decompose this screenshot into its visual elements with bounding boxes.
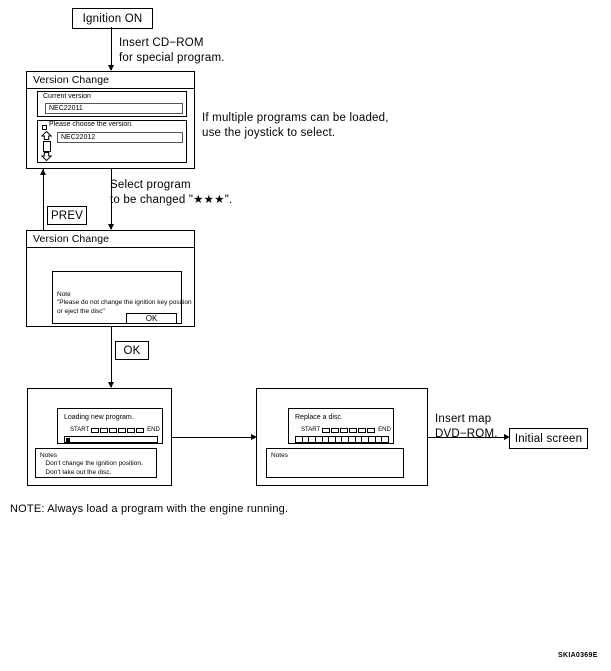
connector-note-to-loading: [111, 327, 112, 387]
dialog-version-note: Version Change Note "Please do not chang…: [26, 230, 195, 327]
progress-tick: [316, 437, 323, 442]
replace-screen-title: Replace a disc.: [295, 414, 343, 421]
annotation-select-program: Select program to be changed "★★★".: [110, 179, 233, 206]
progress-tick: [309, 437, 316, 442]
replace-progress-start: START: [301, 427, 321, 433]
dialog-version-note-title: Version Change: [27, 231, 194, 248]
loading-progress-bar: [64, 436, 158, 443]
progress-segment: [331, 427, 340, 433]
connector-version-to-note: [111, 169, 112, 229]
progress-segment: [367, 427, 376, 433]
annotation-insert-map: Insert map DVD−ROM.: [435, 413, 498, 440]
choice-version-value[interactable]: NEC22012: [57, 132, 183, 143]
current-version-label: Current version: [43, 93, 91, 100]
progress-segment: [136, 427, 145, 433]
loading-progress-row: START END: [68, 427, 162, 433]
joystick-scroll-control[interactable]: [40, 131, 54, 161]
replace-screen-box: Replace a disc. START END: [288, 408, 394, 444]
progress-tick: [303, 437, 310, 442]
connector-loading-to-replace: [172, 437, 254, 438]
note-heading: Note: [57, 291, 71, 298]
dialog-version-select-title: Version Change: [27, 72, 194, 89]
loading-screen-title: Loading new program.: [64, 414, 134, 421]
node-ignition-on-label: Ignition ON: [82, 12, 143, 25]
progress-tick: [336, 437, 343, 442]
progress-tick: [376, 437, 383, 442]
button-prev-label: PREV: [50, 209, 84, 222]
bullet-square-icon: [42, 124, 47, 130]
progress-tick: [329, 437, 336, 442]
replace-notes-heading: Notes: [271, 452, 288, 459]
dialog-ok-button[interactable]: OK: [126, 313, 177, 324]
replace-notes-box: Notes: [266, 448, 404, 478]
progress-segment: [109, 427, 118, 433]
progress-segment: [91, 427, 100, 433]
arrow-down-icon[interactable]: [41, 152, 52, 161]
progress-segment: [340, 427, 349, 433]
loading-screen-box: Loading new program. START END: [57, 408, 163, 444]
connector-prev-feedback: [43, 169, 44, 230]
arrowhead-up-prev: [40, 169, 46, 175]
connector-replace-to-initial: [428, 437, 507, 438]
progress-tick: [296, 437, 303, 442]
connector-ignition-to-version: [111, 27, 112, 70]
replace-progress-row: START END: [299, 427, 393, 433]
button-ok[interactable]: OK: [115, 341, 149, 360]
progress-tick: [342, 437, 350, 442]
node-initial-screen-label: Initial screen: [514, 432, 583, 445]
progress-tick: [382, 437, 388, 442]
panel-loading: Loading new program. START END Notes Don…: [27, 388, 172, 486]
panel-replace: Replace a disc. START END: [256, 388, 428, 486]
progress-segment: [100, 427, 109, 433]
replace-progress-bar: [295, 436, 389, 443]
annotation-multiple-programs: If multiple programs can be loaded, use …: [202, 112, 389, 139]
figure-code: SKIA0369E: [558, 652, 598, 659]
loading-notes-heading: Notes: [40, 452, 57, 459]
replace-progress-end: END: [378, 427, 391, 433]
progress-tick: [349, 437, 356, 442]
button-prev[interactable]: PREV: [47, 206, 87, 225]
loading-notes-box: Notes Don't change the ignition position…: [35, 448, 157, 478]
arrowhead-down-3: [108, 382, 114, 388]
progress-knob: [66, 437, 70, 442]
annotation-insert-cdrom: Insert CD−ROM for special program.: [119, 37, 225, 64]
progress-tick: [356, 437, 363, 442]
loading-progress-start: START: [70, 427, 90, 433]
node-initial-screen[interactable]: Initial screen: [509, 428, 588, 449]
progress-segment: [358, 427, 367, 433]
scroll-track[interactable]: [42, 141, 51, 152]
button-ok-label: OK: [123, 344, 141, 357]
arrowhead-down-2: [108, 224, 114, 230]
progress-tick: [323, 437, 330, 442]
progress-segment: [118, 427, 127, 433]
diagram-footnote: NOTE: Always load a program with the eng…: [10, 503, 289, 515]
loading-progress-end: END: [147, 427, 160, 433]
dialog-version-select: Version Change Current version NEC22011 …: [26, 71, 195, 169]
arrowhead-down-1: [108, 65, 114, 71]
arrowhead-right-2: [504, 433, 510, 440]
progress-tick: [369, 437, 376, 442]
arrowhead-right-1: [251, 433, 257, 440]
node-ignition-on[interactable]: Ignition ON: [72, 8, 153, 29]
progress-segment: [127, 427, 136, 433]
note-body: "Please do not change the ignition key p…: [57, 299, 192, 315]
dialog-ok-label: OK: [145, 314, 158, 323]
progress-segment: [322, 427, 331, 433]
progress-segment: [349, 427, 358, 433]
current-version-value: NEC22011: [45, 103, 183, 114]
loading-notes-body: Don't change the ignition position. Don'…: [45, 460, 143, 476]
choose-version-label: Please choose the version.: [49, 121, 134, 128]
arrow-up-icon[interactable]: [41, 131, 52, 140]
progress-tick: [362, 437, 370, 442]
